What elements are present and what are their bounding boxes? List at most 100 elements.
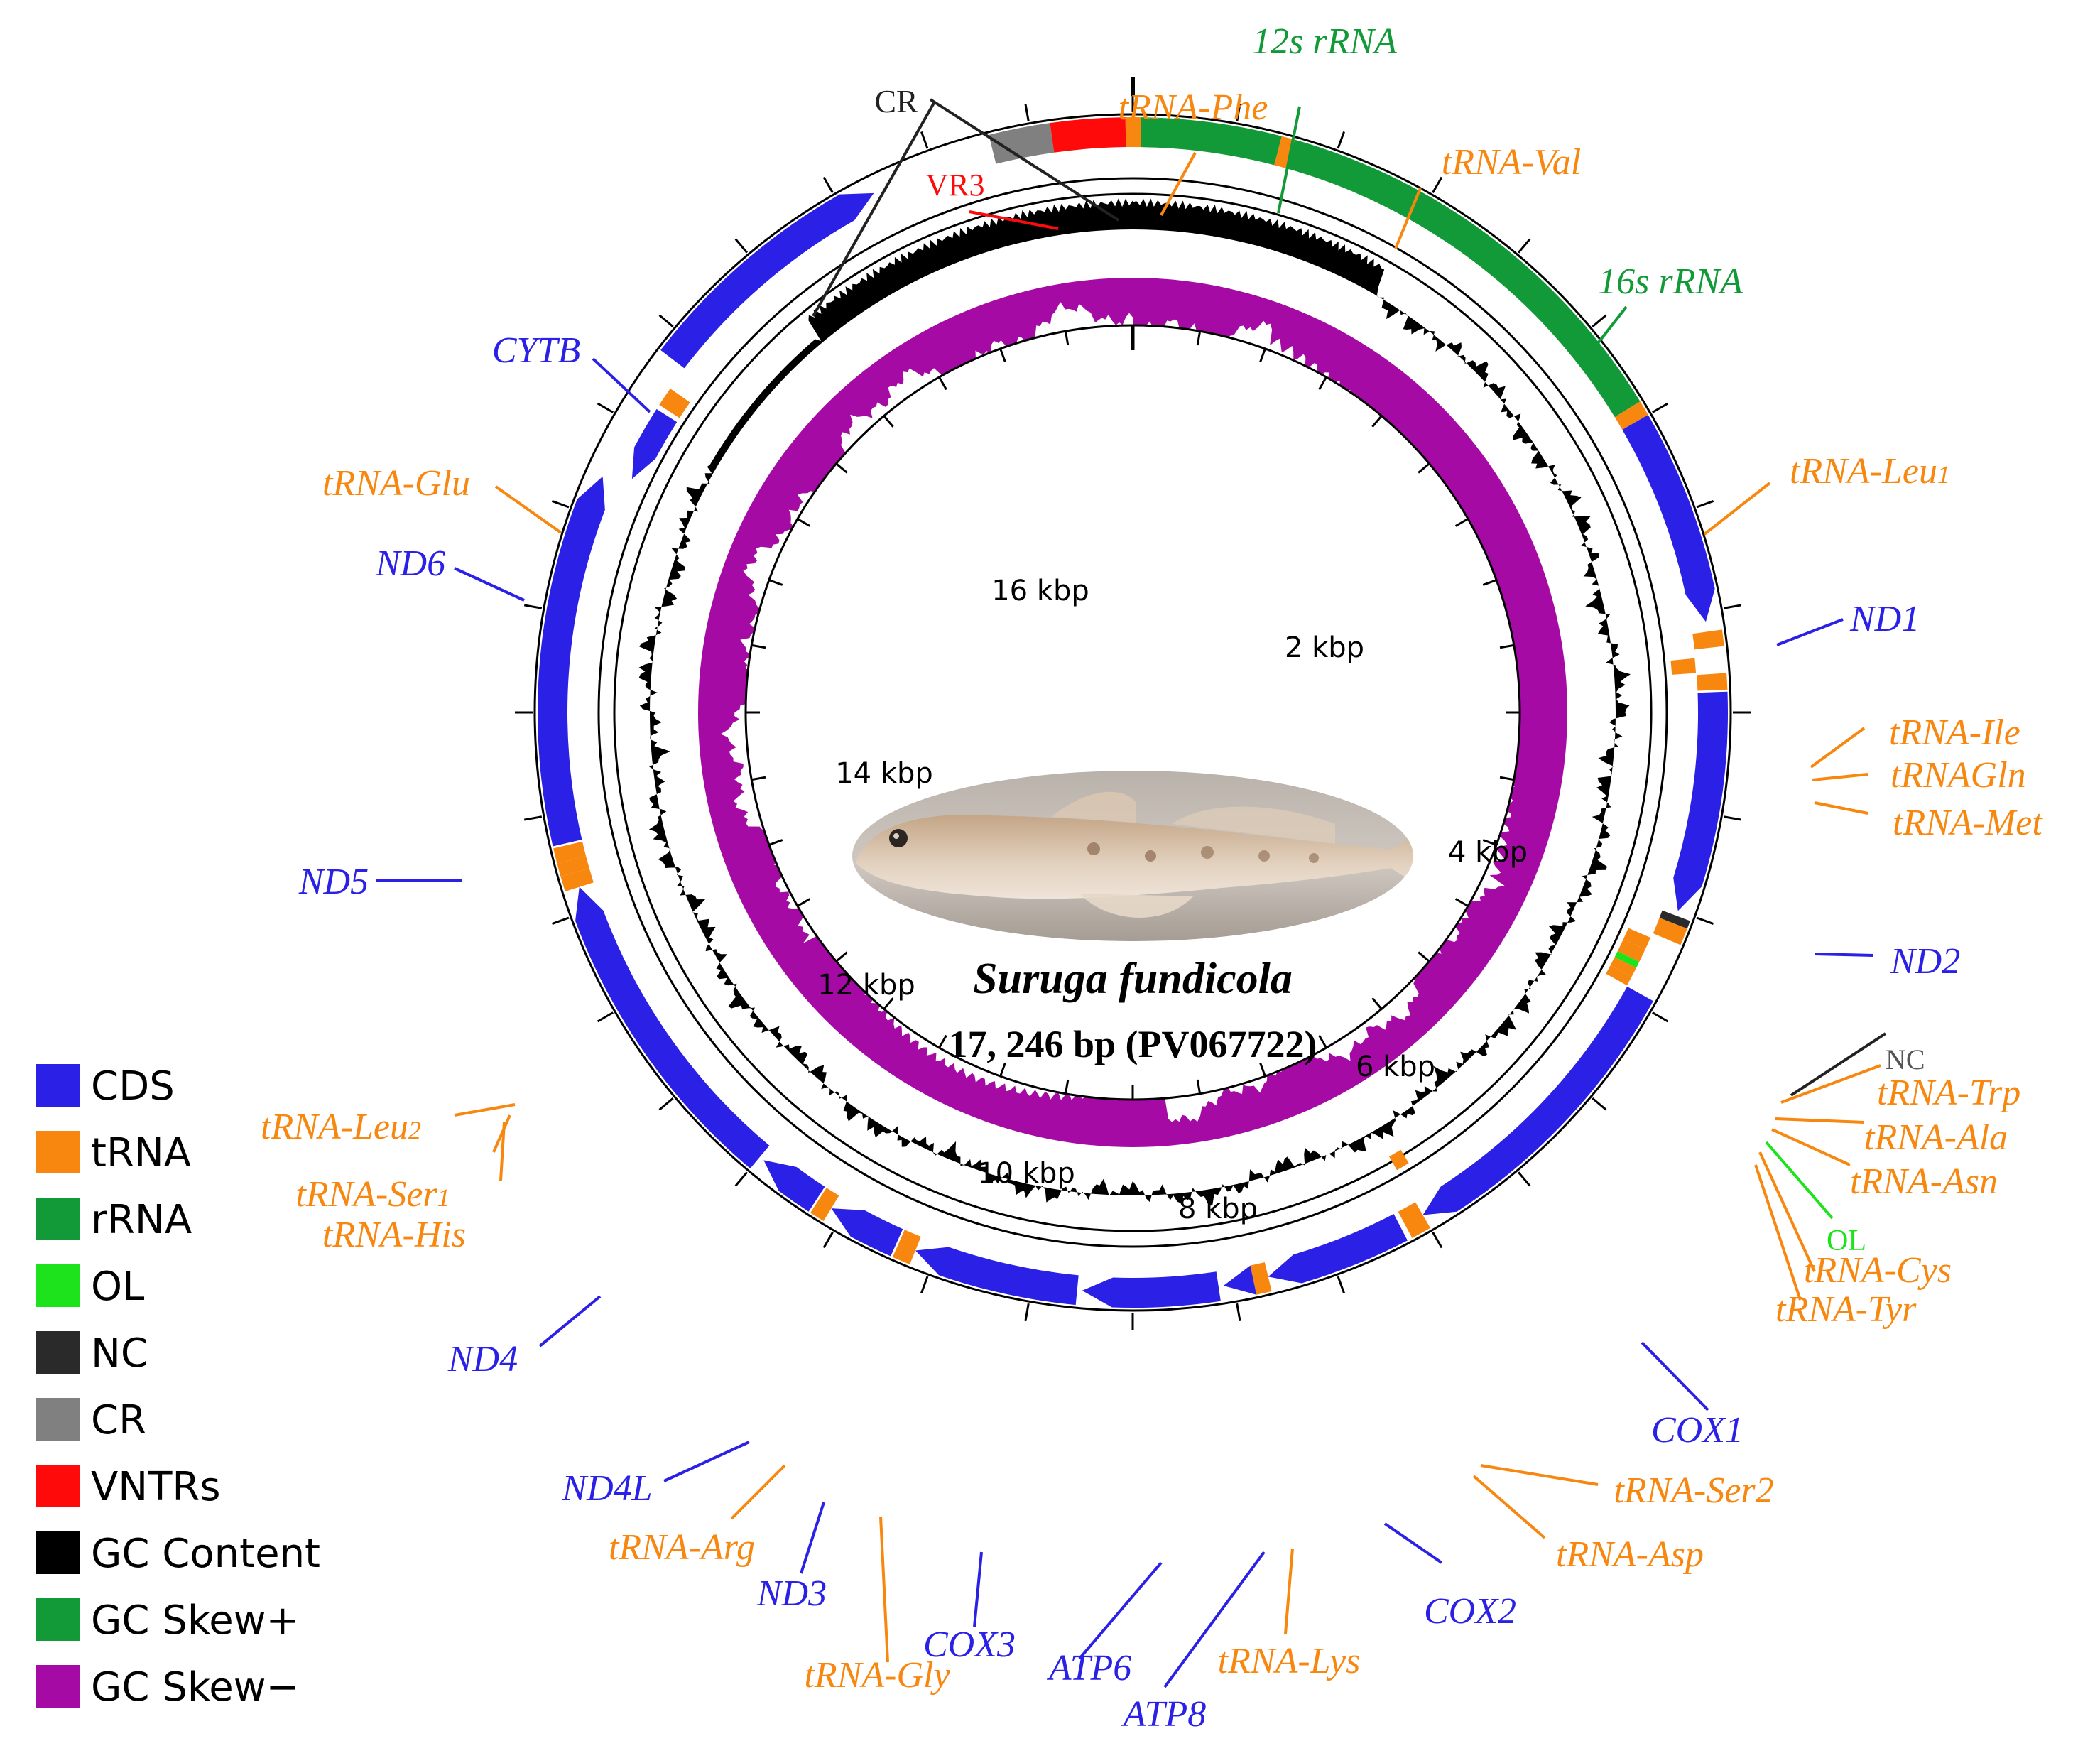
outer-tick	[1337, 1276, 1345, 1294]
outer-tick	[822, 176, 834, 193]
leader-line	[1579, 305, 1628, 367]
legend-label: tRNA	[91, 1130, 191, 1176]
trna-tyr	[1606, 965, 1632, 986]
legend-swatch	[36, 1598, 80, 1641]
label-trna-cys: tRNA-Cys	[1804, 1250, 1952, 1291]
trna-ala	[1623, 928, 1651, 950]
outer-tick	[551, 916, 570, 925]
label-atp8: ATP8	[1121, 1694, 1207, 1735]
ring-outline	[533, 113, 1732, 1312]
label-trna-phe: tRNA-Phe	[1119, 87, 1268, 128]
outer-tick	[1723, 604, 1742, 609]
label-nd4l: ND4L	[561, 1468, 652, 1509]
outer-tick	[1652, 402, 1669, 413]
kbp-label: 14 kbp	[835, 757, 933, 790]
legend-item: CDS	[36, 1063, 175, 1110]
outer-tick	[1518, 1171, 1531, 1187]
outer-tick	[658, 1097, 674, 1111]
label-ol: OL	[1827, 1225, 1866, 1257]
vntr-vr3	[1050, 117, 1126, 153]
leader-line	[1814, 953, 1874, 957]
outer-tick	[1432, 1232, 1443, 1249]
inner-tick	[751, 776, 766, 781]
leader-line	[663, 1441, 750, 1482]
gene-nd6	[631, 408, 678, 479]
label-trna-ser2: tRNA-Ser2	[1614, 1470, 1773, 1511]
inner-tick	[1499, 644, 1514, 649]
label-trna-ala: tRNA-Ala	[1864, 1117, 2008, 1158]
inner-tick	[1482, 839, 1497, 846]
label-cytb: CYTB	[492, 330, 580, 371]
gc-skew-ring	[698, 278, 1567, 1147]
leader-line	[1383, 1522, 1443, 1564]
trna-leu1	[1614, 401, 1648, 430]
inner-tick	[1418, 462, 1430, 474]
label-cox3: COX3	[923, 1625, 1016, 1665]
gene-nd2	[1673, 691, 1728, 911]
trna-phe	[1125, 117, 1141, 148]
gene-cox2	[1268, 1214, 1408, 1284]
leader-line	[538, 1295, 602, 1347]
trna-trp	[1653, 918, 1687, 945]
legend-swatch	[36, 1465, 80, 1507]
cr-inner-band	[997, 168, 1002, 188]
outer-tick	[1518, 238, 1531, 254]
kbp-label: 8 kbp	[1178, 1193, 1258, 1225]
kbp-label: 12 kbp	[817, 969, 915, 1002]
label-trna-leu2: tRNA-Leu2	[261, 1107, 421, 1147]
gene-atp6	[1082, 1271, 1221, 1308]
label-trna-asn: tRNA-Asn	[1850, 1161, 1998, 1202]
legend-item: rRNA	[36, 1197, 192, 1243]
legend-item: VNTRs	[36, 1464, 221, 1510]
trna-asn	[1617, 939, 1645, 962]
kbp-label: 10 kbp	[977, 1157, 1075, 1190]
outer-tick	[523, 815, 543, 821]
leader-line	[1641, 1341, 1709, 1411]
leader-line	[1790, 1032, 1887, 1097]
outer-tick	[551, 500, 570, 509]
outer-tick	[1337, 131, 1345, 149]
legend-label: CDS	[91, 1063, 175, 1110]
label-cr: CR	[874, 83, 918, 119]
leader-line	[1765, 1141, 1834, 1220]
label-nd3: ND3	[756, 1573, 827, 1614]
outer-tick	[523, 604, 543, 609]
label-trna-trp: tRNA-Trp	[1877, 1073, 2020, 1113]
trna-met	[1697, 673, 1728, 691]
kbp-label: 16 kbp	[991, 575, 1089, 607]
legend-label: GC Skew−	[91, 1664, 299, 1710]
outer-tick	[1652, 1011, 1669, 1023]
kbp-label: 4 kbp	[1448, 836, 1528, 869]
leader-line	[973, 1551, 983, 1627]
leader-line	[1775, 1117, 1865, 1124]
legend-item: CR	[36, 1397, 146, 1443]
trna-lys	[1250, 1262, 1272, 1295]
label-trna-met: tRNA-Met	[1893, 803, 2043, 843]
inner-tick	[751, 644, 766, 649]
inner-tick	[1064, 1079, 1070, 1094]
legend-item: GC Content	[36, 1531, 320, 1577]
leader-line	[494, 485, 562, 534]
legend-label: GC Skew+	[91, 1598, 299, 1644]
label-trna-gln: tRNAGln	[1890, 755, 2026, 796]
ring-outline	[613, 192, 1653, 1232]
inner-tick	[1482, 579, 1497, 586]
label-trna-val: tRNA-Val	[1442, 142, 1581, 183]
outer-tick	[1024, 1303, 1030, 1322]
gene-nd1	[1622, 415, 1715, 622]
inner-tick	[768, 839, 783, 846]
legend-swatch	[36, 1531, 80, 1574]
leader-line	[1814, 801, 1868, 815]
trna-his	[560, 868, 594, 891]
label-trna-ser1: tRNA-Ser1	[295, 1174, 450, 1215]
species-name: Suruga fundicola	[973, 955, 1293, 1003]
label-trna-tyr: tRNA-Tyr	[1775, 1289, 1917, 1330]
outer-tick	[920, 1276, 929, 1294]
leader-line	[800, 1502, 825, 1574]
inner-tick	[797, 518, 811, 527]
rrna-12s	[1141, 117, 1282, 166]
leader-line	[1160, 152, 1197, 216]
